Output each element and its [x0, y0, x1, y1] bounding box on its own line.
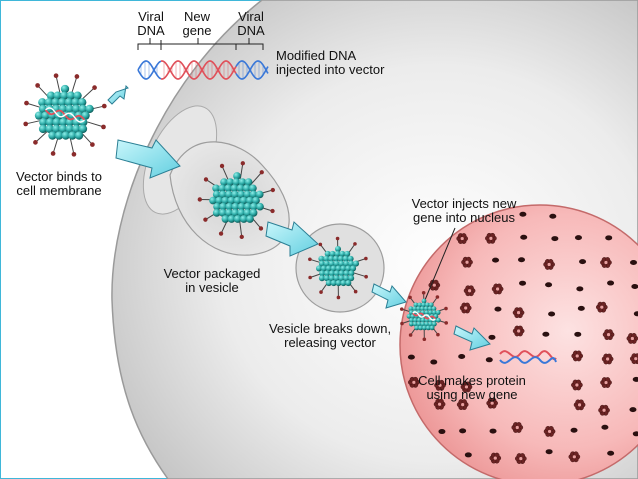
label-modified-dna: Modified DNA injected into vector: [276, 48, 385, 77]
virus-at-nucleus: [399, 290, 449, 342]
nucleus: [399, 204, 638, 479]
protein-helix: [499, 350, 557, 364]
virus-in-vesicle-2: [308, 236, 368, 300]
label-vector-binds: Vector binds to cell membrane: [16, 169, 102, 198]
virus-free: [23, 73, 107, 157]
arrow-to-protein: [453, 325, 491, 351]
label-viral-dna-left: Viral DNA: [137, 9, 165, 38]
modified-dna-strand: [137, 60, 269, 80]
label-cell-makes-protein: Cell makes protein using new gene: [418, 373, 526, 402]
label-vector-packaged: Vector packaged in vesicle: [163, 266, 261, 295]
arrow-to-vesicle: [265, 221, 319, 257]
callout-line: [424, 227, 456, 301]
arrow-bind-to-vesicle: [115, 139, 181, 179]
label-viral-dna-right: Viral DNA: [237, 9, 265, 38]
arrow-dna-to-vector: [107, 84, 129, 105]
dna-brackets: [137, 38, 264, 50]
virus-in-vesicle: [197, 161, 276, 240]
label-vesicle-breaks: Vesicle breaks down, releasing vector: [268, 321, 392, 350]
virus-vectors: [23, 73, 449, 342]
process-arrows: [107, 84, 491, 351]
label-vector-injects: Vector injects new gene into nucleus: [411, 196, 517, 225]
label-new-gene: New gene: [182, 9, 212, 38]
protein-dots: [407, 211, 638, 464]
arrow-vesicle-breaks: [371, 283, 407, 309]
